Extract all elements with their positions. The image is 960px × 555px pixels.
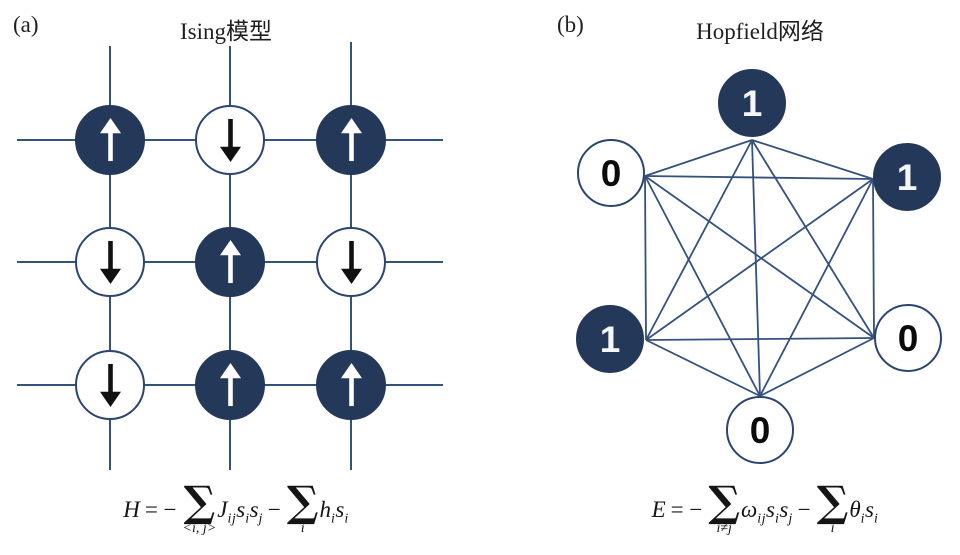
- panel-b-label: (b): [557, 12, 584, 37]
- up-arrow-icon: [219, 240, 241, 284]
- spin-node: [195, 350, 265, 420]
- hopfield-node: 1: [576, 305, 644, 373]
- panel-a-title: Ising模型: [180, 19, 272, 44]
- formula-eq: = −: [670, 497, 703, 522]
- up-arrow-icon: [340, 118, 362, 162]
- spin-node: [195, 105, 265, 175]
- sum-symbol: ∑<i, j>: [182, 476, 217, 536]
- spin-node: [75, 227, 145, 297]
- node-value: 0: [897, 317, 919, 359]
- node-value: 1: [896, 156, 918, 198]
- down-arrow-icon: [340, 240, 362, 284]
- hopfield-node: 0: [726, 396, 794, 464]
- down-arrow-icon: [99, 240, 121, 284]
- sum-symbol: ∑i≠j: [708, 476, 740, 536]
- node-value: 0: [600, 152, 622, 194]
- formula-eq: = −: [144, 497, 177, 522]
- spin-node: [75, 105, 145, 175]
- threshold-term: θisi: [849, 497, 879, 527]
- sum-symbol: ∑i: [816, 476, 849, 536]
- field-term: hisi: [319, 497, 349, 527]
- hopfield-node: 1: [718, 69, 786, 137]
- down-arrow-icon: [99, 363, 121, 407]
- formula-minus: −: [267, 497, 281, 522]
- formula-lhs: E: [651, 497, 666, 522]
- up-arrow-icon: [219, 363, 241, 407]
- hopfield-network-edges: [644, 139, 875, 397]
- sum-symbol: ∑i: [286, 476, 319, 536]
- spin-node: [75, 350, 145, 420]
- weight-term: ωijsisj: [741, 497, 793, 527]
- up-arrow-icon: [99, 118, 121, 162]
- up-arrow-icon: [340, 363, 362, 407]
- node-value: 1: [741, 82, 763, 124]
- spin-node: [316, 105, 386, 175]
- hopfield-energy-formula: E= − ∑i≠j ωijsisj − ∑i θisi: [545, 477, 960, 543]
- panel-a-label: (a): [13, 12, 39, 37]
- spin-node: [195, 227, 265, 297]
- spin-node: [316, 350, 386, 420]
- down-arrow-icon: [219, 118, 241, 162]
- spin-node: [316, 227, 386, 297]
- panel-b-title: Hopfield网络: [696, 19, 824, 44]
- formula-minus: −: [797, 497, 811, 522]
- hopfield-node: 0: [577, 139, 645, 207]
- coupling-term: Jijsisj: [217, 497, 263, 527]
- formula-lhs: H: [123, 497, 140, 522]
- hopfield-node: 1: [873, 143, 941, 211]
- hopfield-node: 0: [874, 304, 942, 372]
- ising-energy-formula: H= − ∑<i, j> Jijsisj − ∑i hisi: [10, 477, 462, 543]
- node-value: 0: [749, 409, 771, 451]
- node-value: 1: [599, 318, 621, 360]
